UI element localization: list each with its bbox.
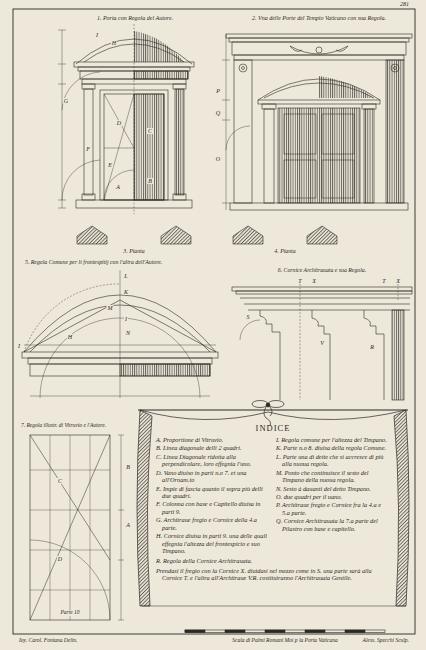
index-note: R. Regola della Cornice Architrauata. <box>156 557 390 564</box>
index-entry: E. Impie di fascia quanto il sopra più d… <box>156 485 270 500</box>
index-entry: I. Regola comune per l'altezza del Timpa… <box>276 436 390 443</box>
callout-letter: C <box>147 128 153 134</box>
plate-border <box>13 9 415 634</box>
index-entry: O. due quadri per il uano. <box>276 493 390 500</box>
callout-letter: G <box>63 98 69 104</box>
index-heading: INDICE <box>156 423 390 433</box>
figure-title: 7. Regola illustr. di Vitruvio e l'Autor… <box>20 423 107 429</box>
callout-letter: T <box>297 278 302 284</box>
callout-letter: M <box>107 305 114 311</box>
callout-letter: L <box>123 273 128 279</box>
plan-figures <box>77 226 337 244</box>
index-entry: N. Sesto à dauanti del detto Timpano. <box>276 485 390 492</box>
index-entry: G. Architraue fregio e Cornice della 4.a… <box>156 516 270 531</box>
callout-letter: B <box>125 464 131 470</box>
callout-letter: Q <box>215 110 221 116</box>
callout-letter: D <box>116 120 122 126</box>
vitruvius-rule-figure <box>30 435 124 620</box>
index-entry: D. Vano diuiso in parti n.o 7. et una al… <box>156 469 270 484</box>
index-entry: M. Ponto che continuisce il sesto del Ti… <box>276 469 390 484</box>
callout-letter: O <box>215 156 221 162</box>
callout-letter: V <box>319 340 325 346</box>
callout-letter: C <box>57 478 63 484</box>
callout-letter: K <box>123 289 129 295</box>
index-entry: F. Colonna con base e Capitello diuisa i… <box>156 500 270 515</box>
callout-letter: N <box>125 330 131 336</box>
figure-title: 4. Pianta <box>273 249 296 255</box>
figure-title: 6. Cornice Architrauata e sua Regola. <box>277 268 367 274</box>
scale-title: Scala di Palmi Romani Moi p la Porta Vat… <box>231 638 338 644</box>
engraver-credit: Aless. Specchi Sculp. <box>362 638 410 644</box>
figure-title: 3. Pianta <box>122 249 145 255</box>
callout-letter: P <box>215 88 221 94</box>
callout-letter: H <box>67 334 73 340</box>
callout-letter: F <box>85 146 91 152</box>
callout-letter: X <box>395 278 401 284</box>
callout-letter: S <box>246 314 251 320</box>
callout-letter: A <box>125 522 131 528</box>
scale-bar <box>185 630 385 633</box>
index-entry: Q. Cornice Architrauata la 7.a parte del… <box>276 517 390 532</box>
index-entry: B. Linea diagonale delli 2 quadri. <box>156 444 270 451</box>
callout-letter: H <box>111 40 117 46</box>
index-entry: A. Proportione di Vitruvio. <box>156 436 270 443</box>
callout-letter: E <box>107 162 113 168</box>
pediment-rule-figure <box>22 270 218 398</box>
index-entry: C. Linea Diagonale ridotta alla perpendi… <box>156 453 270 468</box>
callout-letter: B <box>147 178 153 184</box>
callout-letter: T <box>381 278 386 284</box>
callout-letter: I <box>17 343 21 349</box>
callout-letter: I <box>124 316 128 322</box>
index-entry: P. Architraue fregio e Cornice fra la 4.… <box>276 501 390 516</box>
page-number: 281 <box>399 1 410 7</box>
index-panel: INDICE A. Proportione di Vitruvio.B. Line… <box>153 421 393 585</box>
figure-title: 1. Porta con Regola del Autore. <box>96 15 174 21</box>
index-entry: L. Parte una di dette che si accresce di… <box>276 453 390 468</box>
index-entry: K. Parte n.o 8. diuisa della regola Comu… <box>276 444 390 451</box>
door-figure-2 <box>222 34 412 210</box>
index-note: Prendasi il fregio con la Cornice X. diu… <box>156 567 390 582</box>
scale-note: Parte 10 <box>59 610 80 616</box>
callout-letter: I <box>95 32 99 38</box>
door-figure-1 <box>58 24 194 214</box>
index-drapery <box>137 401 409 607</box>
callout-letter: A <box>115 184 121 190</box>
cornice-figure <box>232 284 412 400</box>
callout-letter: D <box>57 556 63 562</box>
index-entry: H. Cornice diuisa in parti 9. una delle … <box>156 532 270 554</box>
figure-title: 5. Regola Comune per li frontespitij con… <box>24 260 163 266</box>
engraver-credit: Ioy. Carol. Fontana Delin. <box>18 638 78 644</box>
callout-letter: X <box>311 278 317 284</box>
callout-letter: R <box>369 344 375 350</box>
figure-title: 2. Vna delle Porte del Tempio Vaticano c… <box>251 15 387 21</box>
